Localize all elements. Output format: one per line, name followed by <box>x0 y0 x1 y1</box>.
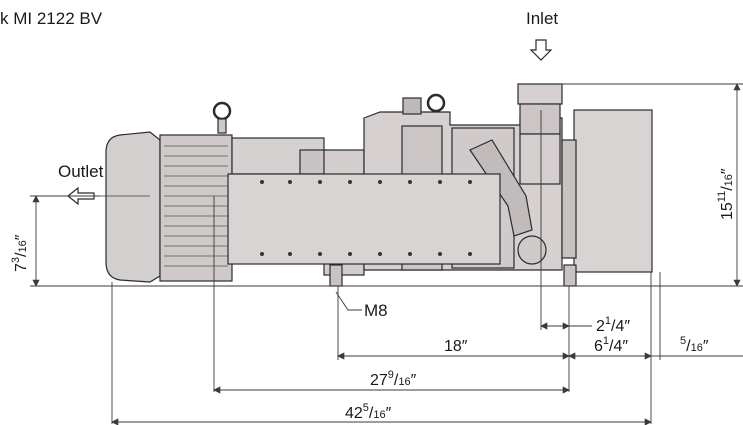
foot-left <box>329 264 343 287</box>
separator-cover <box>227 173 501 265</box>
dim-2-1-4: 21/4″ <box>596 315 630 335</box>
dimension-lines <box>30 83 743 425</box>
cover-screws <box>260 180 472 256</box>
inlet-flange <box>517 83 563 105</box>
outlet-label: Outlet <box>58 162 104 181</box>
dim-15-11-16: 1511/16″ <box>716 168 736 220</box>
motor-housing <box>159 134 233 282</box>
foot-right <box>563 264 577 287</box>
m8-label: M8 <box>364 301 388 320</box>
dim-42-5-16: 425/16″ <box>345 402 392 422</box>
connecting-pipe <box>469 139 533 237</box>
exhaust-box <box>573 109 653 273</box>
dim-6-1-4: 61/4″ <box>594 335 628 355</box>
fan-cover <box>105 131 161 283</box>
m8-leader <box>335 291 362 311</box>
pump-body <box>105 83 653 287</box>
drawing-title: k MI 2122 BV <box>0 9 103 28</box>
inlet-arrow-icon <box>529 39 553 61</box>
motor-fins <box>164 145 228 267</box>
pump-eyebolt <box>426 93 446 113</box>
dim-7-3-16: 73/16″ <box>10 234 30 272</box>
dim-27-9-16: 279/16″ <box>370 369 417 389</box>
motor-eyebolt <box>212 101 232 121</box>
dim-18: 18″ <box>444 338 468 355</box>
dim-5-16: 5/16″ <box>680 335 709 355</box>
inlet-label: Inlet <box>526 9 558 28</box>
